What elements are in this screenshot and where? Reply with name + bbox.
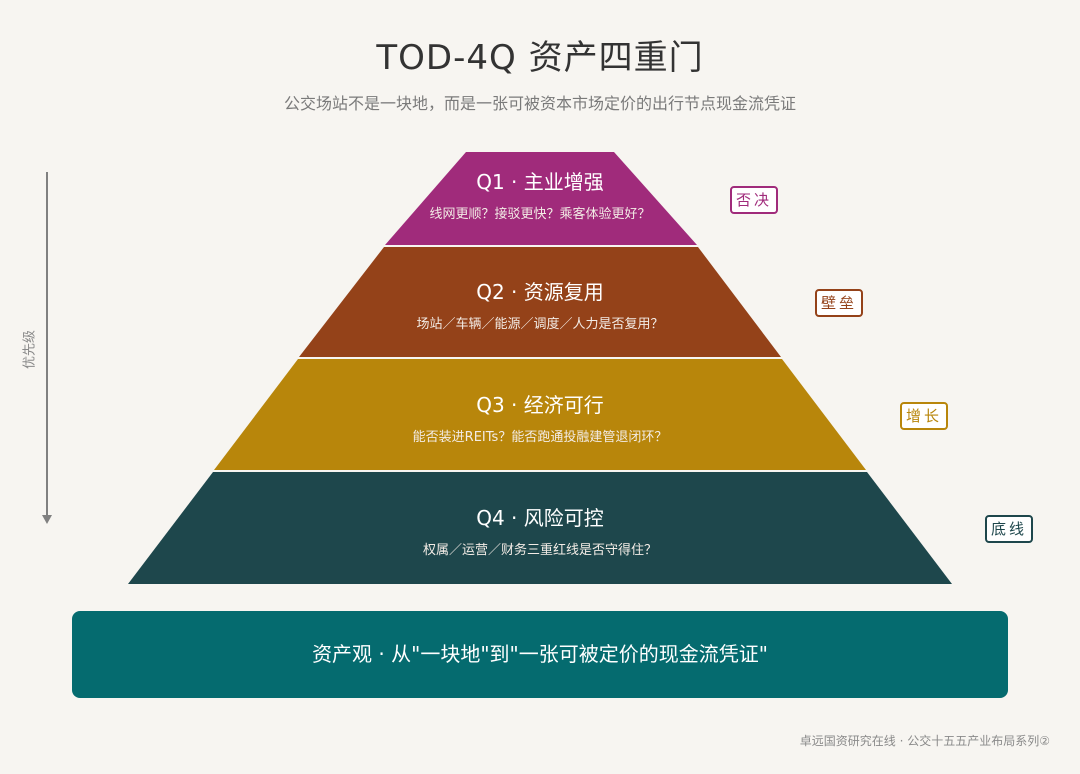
pyramid-layer-q4 bbox=[128, 472, 952, 584]
pyramid-layer-q2 bbox=[299, 247, 781, 357]
page-subtitle: 公交场站不是一块地，而是一张可被资本市场定价的出行节点现金流凭证 bbox=[283, 94, 796, 113]
layer-desc-q3: 能否装进REITs？能否跑通投融建管退闭环？ bbox=[412, 430, 668, 445]
layer-desc-q4: 权属／运营／财务三重红线是否守得住？ bbox=[422, 543, 657, 558]
layer-title-q4: Q4 · 风险可控 bbox=[476, 506, 604, 530]
layer-title-q2: Q2 · 资源复用 bbox=[476, 280, 604, 304]
pyramid-layer-q3 bbox=[214, 359, 866, 470]
tag-growth: 增长 bbox=[900, 402, 948, 430]
layer-title-q3: Q3 · 经济可行 bbox=[476, 393, 604, 417]
priority-axis-line bbox=[46, 172, 48, 517]
layer-title-q1: Q1 · 主业增强 bbox=[476, 170, 604, 194]
arrow-down-icon bbox=[42, 515, 52, 524]
layer-desc-q1: 线网更顺？接驳更快？乘客体验更好？ bbox=[429, 207, 651, 222]
tag-bottom-line: 底线 bbox=[985, 515, 1033, 543]
pyramid-layer-q1 bbox=[385, 152, 697, 245]
tag-moat: 壁垒 bbox=[815, 289, 863, 317]
page-title: TOD-4Q 资产四重门 bbox=[376, 38, 704, 78]
tag-veto: 否决 bbox=[730, 186, 778, 214]
layer-desc-q2: 场站／车辆／能源／调度／人力是否复用？ bbox=[416, 317, 664, 332]
footer-credit: 卓远国资研究在线 · 公交十五五产业布局系列② bbox=[799, 734, 1050, 748]
summary-banner: 资产观 · 从"一块地"到"一张可被定价的现金流凭证" bbox=[72, 611, 1008, 698]
